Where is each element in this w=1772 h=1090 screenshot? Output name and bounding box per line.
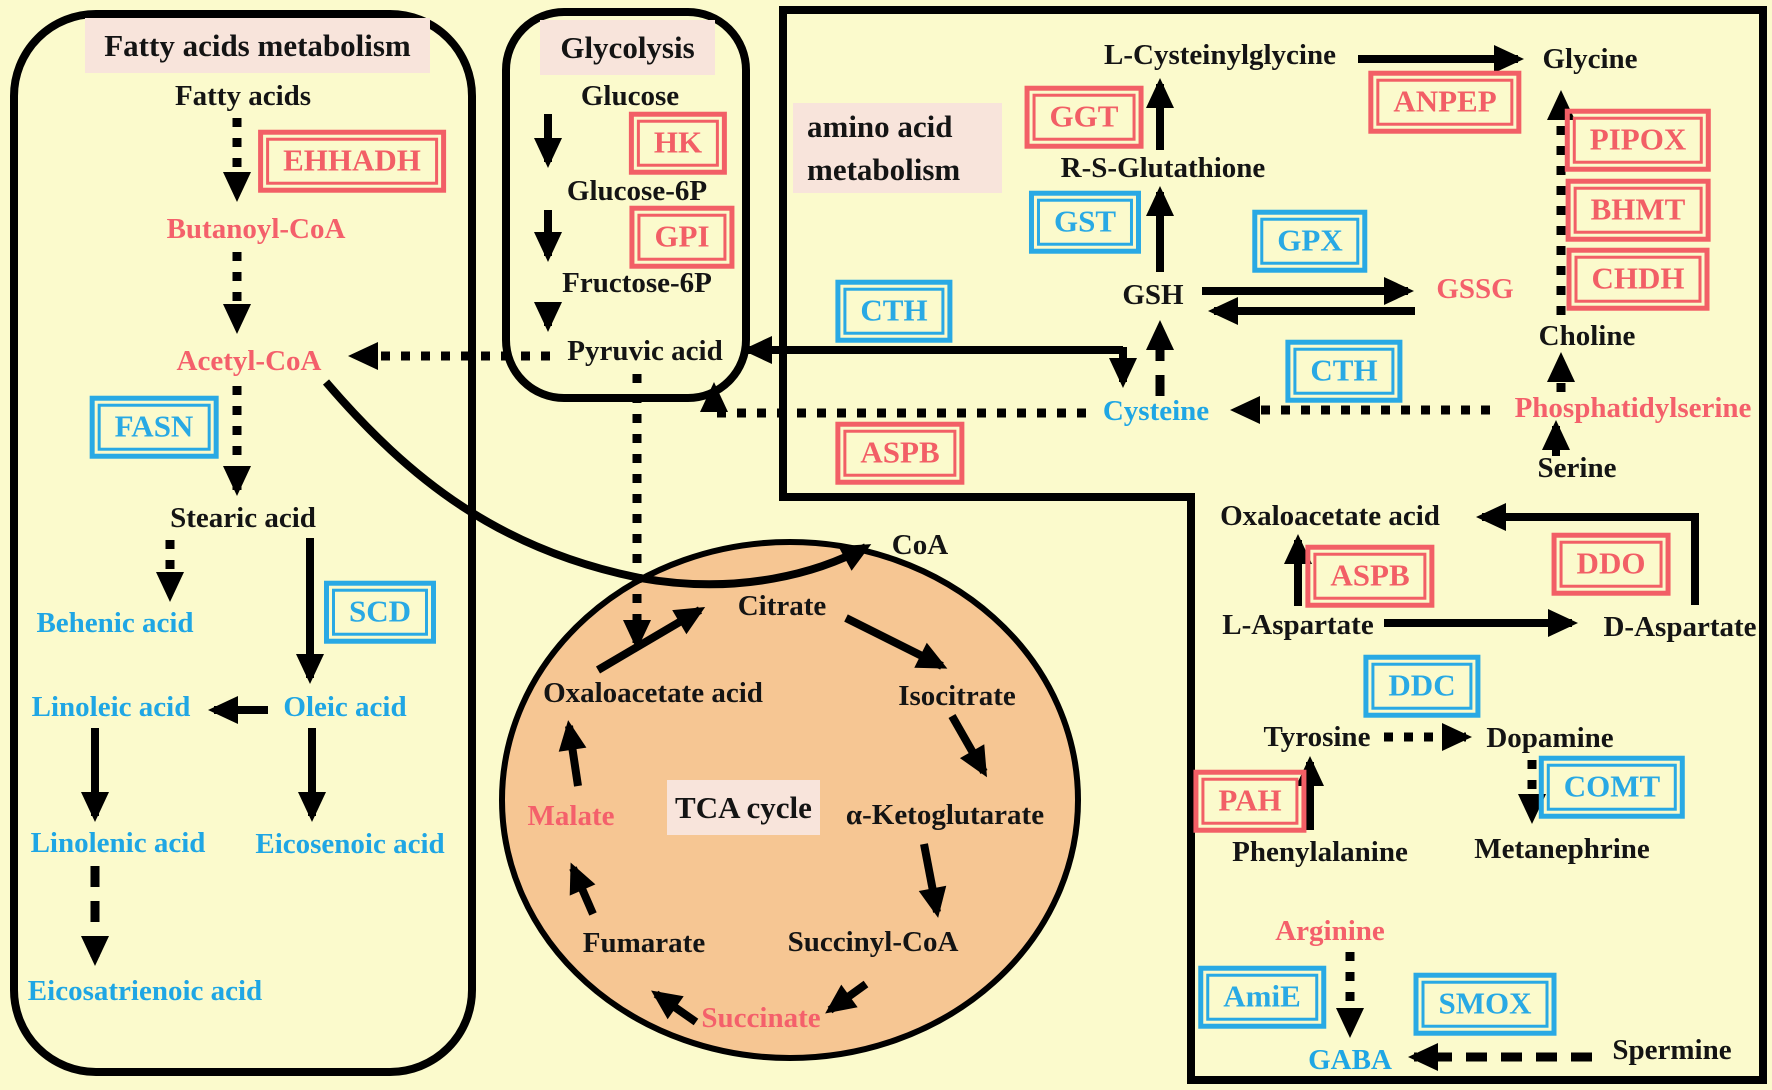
arrow-daspartate-oxaloacetate	[1476, 503, 1699, 605]
metabolite-l-aspartate: L-Aspartate	[1222, 608, 1374, 641]
glycolysis-panel-border	[502, 8, 750, 402]
arrow-cysteine-pyruvic	[700, 382, 1086, 418]
enzyme-ehhadh: EHHADH	[258, 129, 446, 193]
enzyme-pah: PAH	[1193, 769, 1307, 833]
metabolite-fructose-6p: Fructose-6P	[562, 266, 712, 299]
enzyme-ggt: GGT	[1024, 85, 1144, 149]
fatty-acids-panel-border	[10, 10, 476, 1076]
arrow-fumarate-malate	[569, 862, 597, 916]
enzyme-bhmt: BHMT	[1565, 178, 1711, 242]
metabolite-linoleic-acid: Linoleic acid	[31, 690, 191, 723]
metabolite-tyrosine: Tyrosine	[1263, 720, 1371, 753]
metabolite-gssg: GSSG	[1436, 272, 1514, 305]
arrow-succinate-fumarate	[651, 990, 699, 1026]
metabolite-eicosatrienoic-acid: Eicosatrienoic acid	[27, 974, 263, 1007]
tca-cycle-title: TCA cycle	[667, 780, 820, 835]
metabolite-behenic-acid: Behenic acid	[36, 606, 194, 639]
enzyme-smox: SMOX	[1413, 972, 1557, 1036]
metabolite-stearic-acid: Stearic acid	[170, 501, 316, 534]
arrow-succinylcoa-succinate	[825, 980, 869, 1014]
enzyme-amie: AmiE	[1198, 965, 1326, 1029]
arrow-malate-oxaloacetate	[558, 720, 587, 787]
enzyme-aspb-cysteine: ASPB	[835, 421, 965, 485]
metabolite-rs-glutathione: R-S-Glutathione	[1060, 151, 1266, 184]
metabolite-isocitrate: Isocitrate	[898, 679, 1016, 712]
metabolite-succinate: Succinate	[701, 1001, 821, 1034]
metabolite-cysteine: Cysteine	[1102, 394, 1210, 427]
enzyme-ddo: DDO	[1551, 532, 1671, 596]
enzyme-anpep: ANPEP	[1368, 70, 1522, 134]
enzyme-gpi: GPI	[629, 205, 735, 269]
fatty-acids-panel-title: Fatty acids metabolism	[85, 18, 430, 73]
metabolite-arginine: Arginine	[1275, 914, 1385, 947]
metabolite-linolenic-acid: Linolenic acid	[30, 826, 206, 859]
metabolite-gaba: GABA	[1308, 1043, 1392, 1076]
metabolite-phenylalanine: Phenylalanine	[1232, 835, 1408, 868]
metabolite-alpha-ketoglutarate: α-Ketoglutarate	[845, 798, 1045, 831]
metabolite-oxaloacetate-amino: Oxaloacetate acid	[1220, 499, 1440, 532]
metabolite-oxaloacetate-tca: Oxaloacetate acid	[543, 676, 763, 709]
enzyme-gst: GST	[1028, 190, 1142, 254]
arrow-acetylcoa-coa-curve	[322, 379, 872, 589]
enzyme-gpx: GPX	[1252, 209, 1368, 273]
glycolysis-panel-title: Glycolysis	[540, 20, 715, 75]
enzyme-cth-serine: CTH	[1285, 339, 1403, 403]
metabolite-dopamine: Dopamine	[1486, 721, 1614, 754]
enzyme-cth-pyruvate: CTH	[835, 279, 953, 343]
enzyme-chdh: CHDH	[1566, 247, 1710, 311]
metabolite-d-aspartate: D-Aspartate	[1603, 610, 1757, 643]
amino-acid-panel-border	[779, 6, 1767, 1084]
metabolite-gsh: GSH	[1122, 278, 1184, 311]
metabolite-l-cysteinylglycine: L-Cysteinylglycine	[1104, 38, 1336, 71]
metabolite-phosphatidylserine: Phosphatidylserine	[1514, 391, 1752, 424]
metabolite-oleic-acid: Oleic acid	[283, 690, 407, 723]
metabolite-eicosenoic-acid: Eicosenoic acid	[255, 827, 445, 860]
metabolite-coa: CoA	[891, 528, 949, 561]
metabolite-succinyl-coa: Succinyl-CoA	[787, 925, 959, 958]
amino-acid-panel-title: amino acid metabolism	[793, 103, 1002, 193]
metabolite-glycine: Glycine	[1542, 42, 1638, 75]
metabolite-glucose: Glucose	[580, 79, 680, 112]
arrow-isocitrate-ketoglutarate	[948, 714, 988, 778]
enzyme-ddc: DDC	[1363, 654, 1481, 718]
arrow-oxaloacetate-citrate	[595, 606, 706, 674]
metabolite-malate: Malate	[527, 799, 615, 832]
metabolite-metanephrine: Metanephrine	[1474, 832, 1650, 865]
metabolite-fatty-acids: Fatty acids	[174, 79, 312, 112]
enzyme-aspb-aspartate: ASPB	[1305, 544, 1435, 608]
arrow-ketoglutarate-succinylcoa	[918, 843, 947, 918]
enzyme-hk: HK	[628, 111, 728, 175]
metabolite-choline: Choline	[1538, 319, 1636, 352]
metabolite-fumarate: Fumarate	[582, 926, 706, 959]
metabolite-citrate: Citrate	[737, 589, 827, 622]
metabolite-butanoyl-coa: Butanoyl-CoA	[166, 212, 346, 245]
metabolite-glucose-6p: Glucose-6P	[566, 174, 708, 207]
enzyme-scd: SCD	[323, 580, 437, 644]
enzyme-comt: COMT	[1538, 755, 1686, 819]
metabolite-acetyl-coa: Acetyl-CoA	[176, 344, 322, 377]
metabolite-spermine: Spermine	[1612, 1033, 1732, 1066]
metabolite-pyruvic-acid: Pyruvic acid	[567, 334, 723, 367]
metabolite-serine: Serine	[1537, 451, 1617, 484]
enzyme-pipox: PIPOX	[1564, 108, 1712, 172]
arrow-citrate-isocitrate	[844, 614, 948, 670]
enzyme-fasn: FASN	[89, 395, 219, 459]
